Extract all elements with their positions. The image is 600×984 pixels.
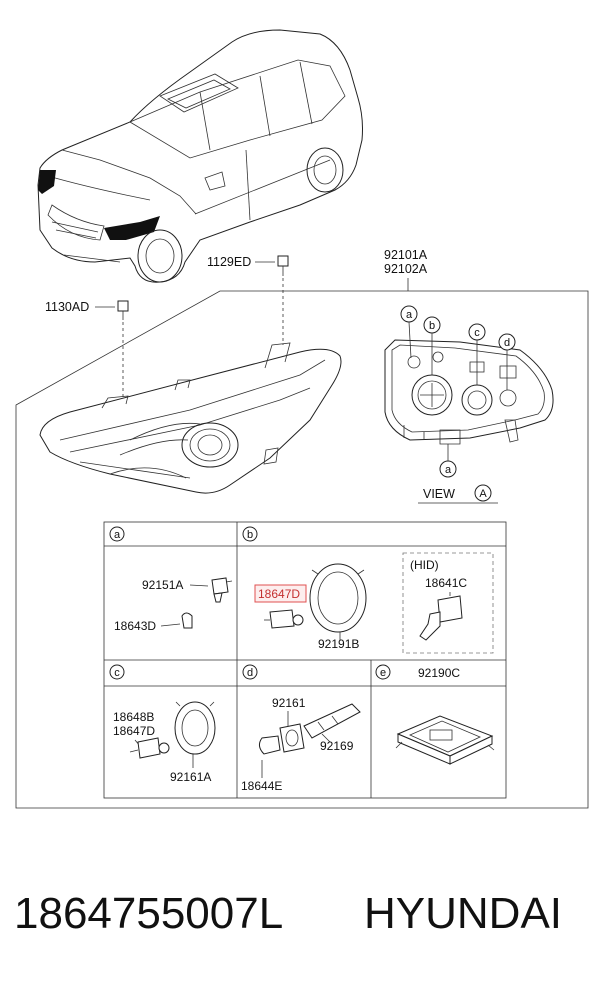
- marker-a-top: a: [400, 305, 418, 359]
- assembly-frame: [15, 290, 589, 809]
- footer-part-number: 1864755007L: [14, 889, 283, 938]
- svg-text:c: c: [474, 327, 480, 339]
- bolt-1129-label: 1129ED: [207, 255, 251, 269]
- bulb-18643d-icon: [181, 612, 193, 629]
- svg-text:c: c: [114, 667, 120, 679]
- svg-text:a: a: [114, 529, 121, 541]
- bulb-18644e-icon: [258, 735, 281, 755]
- socket-92161a-icon: [174, 701, 216, 755]
- dust-cover-92191b-icon: [309, 563, 367, 633]
- vehicle-illustration: [37, 29, 363, 283]
- svg-text:b: b: [247, 529, 253, 541]
- svg-text:(HID): (HID): [410, 558, 439, 572]
- bolt-1130-label: 1130AD: [45, 300, 89, 314]
- svg-text:92161A: 92161A: [170, 770, 211, 784]
- svg-text:18647D: 18647D: [113, 724, 155, 738]
- view-label: VIEW: [423, 487, 455, 501]
- svg-text:92151A: 92151A: [142, 578, 183, 592]
- headlamp-highlight-right: [104, 216, 160, 240]
- svg-text:18647D: 18647D: [258, 587, 300, 601]
- svg-text:e: e: [380, 667, 386, 679]
- hid-bulb-18641c-icon: [419, 592, 463, 641]
- svg-text:a: a: [445, 464, 452, 476]
- marker-c: c: [468, 323, 486, 385]
- wire-92169-icon: [303, 703, 361, 739]
- headlamp-assembly: [39, 342, 342, 494]
- svg-text:18648B: 18648B: [113, 710, 154, 724]
- marker-b: b: [423, 316, 441, 375]
- cell-b: b 18647D 92191B (HID) 18641C: [242, 526, 494, 654]
- hid-frame: [402, 552, 494, 654]
- headlamp-highlight-left: [38, 170, 56, 194]
- svg-text:92191B: 92191B: [318, 637, 359, 651]
- svg-text:d: d: [504, 337, 510, 349]
- bulb-92151a-icon: [211, 577, 233, 603]
- marker-a-bottom: a: [439, 444, 457, 478]
- assy-92101a-label: 92101A: [384, 248, 428, 262]
- svg-text:a: a: [406, 309, 413, 321]
- parts-table: [103, 521, 507, 799]
- ballast-module-icon: [395, 715, 495, 765]
- cell-c: c 18648B 18647D 92161A: [109, 664, 216, 784]
- svg-text:A: A: [479, 488, 487, 500]
- bulb-18647d-c-icon: [129, 737, 170, 759]
- view-letter-badge: A: [474, 484, 492, 502]
- svg-text:92169: 92169: [320, 739, 354, 753]
- socket-92161-icon: [279, 723, 305, 753]
- bulb-18647d-icon: [264, 609, 304, 629]
- bolt-1130-icon: [117, 300, 129, 320]
- cell-a: a 92151A 18643D: [109, 526, 233, 633]
- highlight-box: [254, 584, 307, 603]
- bolt-1129-icon: [277, 255, 289, 276]
- cell-d: d 92161 92169 18644E: [241, 664, 361, 793]
- svg-text:18641C: 18641C: [425, 576, 467, 590]
- svg-text:18644E: 18644E: [241, 779, 282, 793]
- footer-brand: HYUNDAI: [364, 889, 562, 938]
- svg-text:b: b: [429, 320, 435, 332]
- cell-e: e 92190C: [375, 664, 495, 765]
- marker-d: d: [498, 333, 516, 390]
- svg-text:d: d: [247, 667, 253, 679]
- rear-view-a: [384, 339, 554, 445]
- assy-92102a-label: 92102A: [384, 262, 428, 276]
- svg-text:18643D: 18643D: [114, 619, 156, 633]
- svg-text:92190C: 92190C: [418, 666, 460, 680]
- svg-text:92161: 92161: [272, 696, 306, 710]
